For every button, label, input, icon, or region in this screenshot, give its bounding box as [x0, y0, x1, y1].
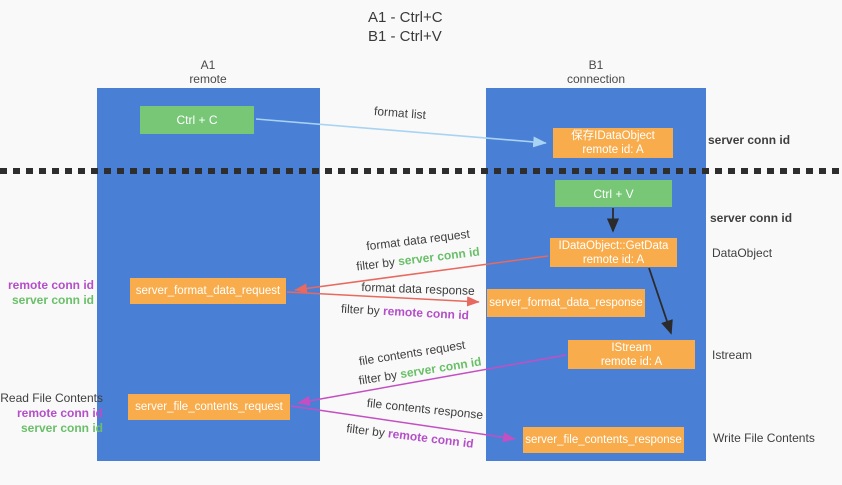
server-conn-id-annotation-format: server conn id — [11, 293, 94, 307]
remote-conn-id-annotation-file: remote conn id — [16, 406, 103, 420]
istream-node: IStream remote id: A — [568, 340, 695, 369]
write-file-contents-annotation: Write File Contents — [713, 431, 815, 445]
diagram-title: A1 - Ctrl+C B1 - Ctrl+V — [368, 8, 443, 46]
server-conn-id-annotation-mid: server conn id — [710, 211, 793, 225]
format-data-response-label: format data response — [361, 280, 475, 298]
lifeline-header-a1: A1 remote — [148, 58, 268, 86]
getdata-line2: remote id: A — [582, 253, 645, 266]
istream-annotation: Istream — [712, 348, 753, 362]
copy-paste-separator-line — [0, 168, 842, 174]
save-idataobject-line1: 保存IDataObject — [571, 130, 655, 142]
ctrl-c-label: Ctrl + C — [176, 113, 218, 127]
server-file-contents-response-label: server_file_contents_response — [525, 434, 682, 446]
ctrl-v-node: Ctrl + V — [555, 180, 672, 207]
save-idataobject-node: 保存IDataObject remote id: A — [553, 128, 673, 158]
server-format-data-response-node: server_format_data_response — [487, 289, 645, 317]
file-request-conn-ids: Read File Contents remote conn id server… — [0, 391, 103, 436]
filter-by-text: filter by — [345, 421, 386, 440]
server-format-data-request-label: server_format_data_request — [135, 285, 281, 297]
lifeline-b1-role: connection — [566, 72, 626, 86]
server-file-contents-request-node: server_file_contents_request — [128, 394, 290, 420]
filter-by-text: filter by — [355, 254, 396, 274]
format-list-label: format list — [373, 103, 427, 123]
server-file-contents-response-node: server_file_contents_response — [523, 427, 684, 453]
getdata-line1: IDataObject::GetData — [558, 239, 669, 252]
istream-line1: IStream — [611, 341, 652, 354]
lifeline-b1-id: B1 — [588, 58, 604, 72]
server-format-data-request-node: server_format_data_request — [130, 278, 286, 304]
server-conn-id-annotation-top: server conn id — [708, 133, 791, 147]
format-request-conn-ids: remote conn id server conn id — [0, 278, 94, 308]
file-response-filter-label: filter by remote conn id — [345, 421, 476, 451]
lifeline-a1-id: A1 — [200, 58, 216, 72]
remote-conn-id-text: remote conn id — [382, 303, 470, 323]
idataobject-getdata-node: IDataObject::GetData remote id: A — [550, 238, 677, 267]
filter-by-text: filter by — [357, 367, 399, 388]
server-conn-id-annotation-file: server conn id — [20, 421, 103, 435]
remote-conn-id-annotation-format: remote conn id — [7, 278, 94, 292]
lifeline-a1-role: remote — [189, 72, 227, 86]
dataobject-annotation: DataObject — [712, 246, 773, 260]
title-line-1: A1 - Ctrl+C — [368, 9, 443, 26]
save-idataobject-line2: remote id: A — [582, 144, 644, 156]
file-contents-response-label: file contents response — [366, 395, 484, 423]
lifeline-header-b1: B1 connection — [536, 58, 656, 86]
ctrl-c-node: Ctrl + C — [140, 106, 254, 134]
remote-conn-id-text: remote conn id — [387, 426, 475, 451]
server-format-data-response-label: server_format_data_response — [489, 297, 643, 309]
format-response-filter-label: filter by remote conn id — [340, 302, 471, 323]
filter-by-text: filter by — [340, 301, 381, 318]
ctrl-v-label: Ctrl + V — [593, 186, 634, 201]
server-file-contents-request-label: server_file_contents_request — [135, 401, 283, 413]
istream-line2: remote id: A — [600, 355, 663, 368]
read-file-contents-annotation: Read File Contents — [0, 391, 103, 405]
title-line-2: B1 - Ctrl+V — [368, 28, 442, 45]
